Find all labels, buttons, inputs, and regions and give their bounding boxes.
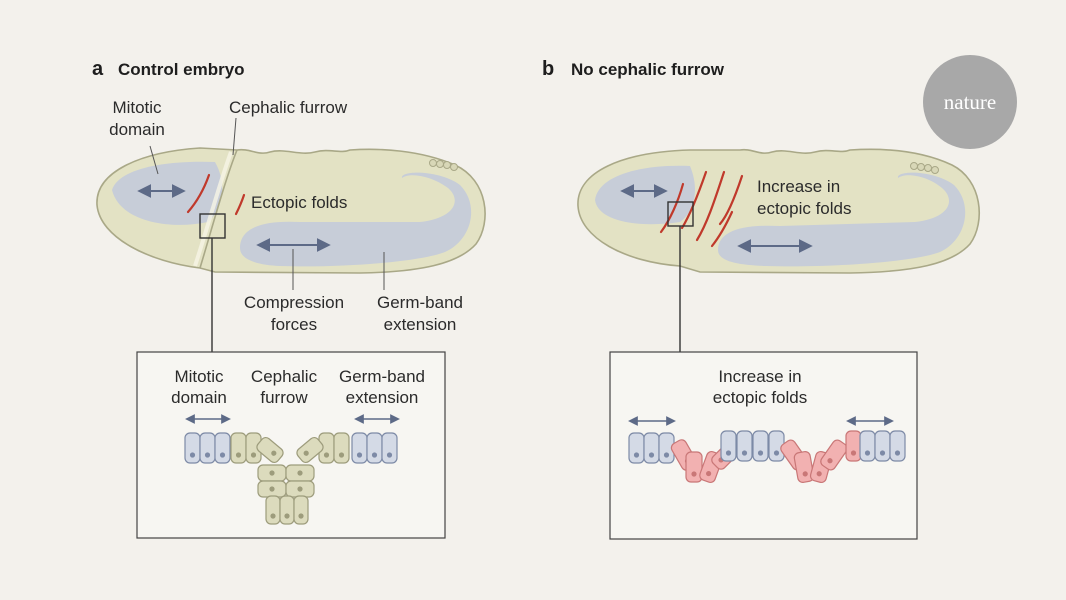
label-compression-2: forces (271, 315, 317, 334)
pink-cell (845, 430, 862, 462)
blue-cell (351, 432, 368, 464)
embryo-b-fold-3 (695, 170, 726, 242)
furrow-cell (257, 464, 287, 482)
embryo-b-pole-cells (910, 162, 939, 174)
blue-cell (628, 432, 645, 464)
blue-cell (184, 432, 201, 464)
furrow-cell (257, 480, 287, 498)
inset-a-mitotic-1: Mitotic (174, 367, 224, 386)
label-germband-2: extension (384, 315, 457, 334)
blue-cell (889, 430, 906, 462)
label-ectopic-folds: Ectopic folds (251, 193, 347, 212)
inset-a-mitotic-2: domain (171, 388, 227, 407)
panel-a-letter: a (92, 58, 104, 80)
embryo-b-fold-4 (718, 174, 744, 226)
inset-b-increase-2: ectopic folds (713, 388, 808, 407)
panel-a: a Control embryo (92, 58, 486, 539)
inset-a: Mitotic domain Cephalic furrow Germ-band… (136, 351, 446, 539)
inset-a-cephalic-2: furrow (260, 388, 308, 407)
beige-cell (230, 432, 247, 464)
furrow-cell (285, 464, 315, 482)
embryo-a-fold-2 (234, 193, 246, 216)
inset-a-furrow-cells (256, 436, 324, 525)
inset-b-cell-row (628, 430, 906, 484)
embryo-a-cephalic-furrow (199, 149, 238, 269)
inset-b: Increase in ectopic folds (609, 351, 918, 540)
pink-cell (820, 439, 848, 471)
label-mitotic-domain-2: domain (109, 120, 165, 139)
inset-b-increase-1: Increase in (718, 367, 801, 386)
blue-cell (736, 430, 753, 462)
embryo-b (577, 148, 981, 352)
blue-cell (874, 430, 891, 462)
blue-cell (859, 430, 876, 462)
pink-cell (793, 451, 815, 483)
embryo-b-fold-1 (659, 182, 685, 234)
furrow-cell (279, 495, 295, 525)
embryo-a-pole-cells (429, 159, 458, 171)
furrow-cell (293, 495, 309, 525)
furrow-cell (285, 480, 315, 498)
embryo-b-fold-2 (680, 170, 708, 230)
embryo-b-fold-5 (710, 210, 734, 248)
nature-logo: nature (923, 55, 1017, 149)
inset-a-germband-1: Germ-band (339, 367, 425, 386)
furrow-cell (296, 436, 324, 464)
furrow-cell (265, 495, 281, 525)
label-increase-2: ectopic folds (757, 199, 852, 218)
blue-cell (366, 432, 383, 464)
panel-a-title: Control embryo (118, 60, 245, 79)
nature-logo-text: nature (944, 90, 996, 114)
panel-b: b No cephalic furrow nature (542, 55, 1017, 540)
blue-cell (199, 432, 216, 464)
inset-a-cephalic-1: Cephalic (251, 367, 318, 386)
label-cephalic-furrow: Cephalic furrow (229, 98, 348, 117)
panel-b-letter: b (542, 58, 554, 80)
blue-cell (381, 432, 398, 464)
inset-a-germband-2: extension (346, 388, 419, 407)
label-increase-1: Increase in (757, 177, 840, 196)
embryo-a-fold-1 (186, 173, 211, 214)
blue-cell (214, 432, 231, 464)
inset-a-cell-row (184, 432, 398, 464)
beige-cell (333, 432, 350, 464)
label-mitotic-domain-1: Mitotic (112, 98, 162, 117)
blue-cell (752, 430, 769, 462)
embryo-a (96, 147, 486, 352)
blue-cell (643, 432, 660, 464)
label-germband-1: Germ-band (377, 293, 463, 312)
furrow-cell (256, 436, 284, 464)
panel-b-title: No cephalic furrow (571, 60, 725, 79)
label-compression-1: Compression (244, 293, 344, 312)
blue-cell (720, 430, 737, 462)
